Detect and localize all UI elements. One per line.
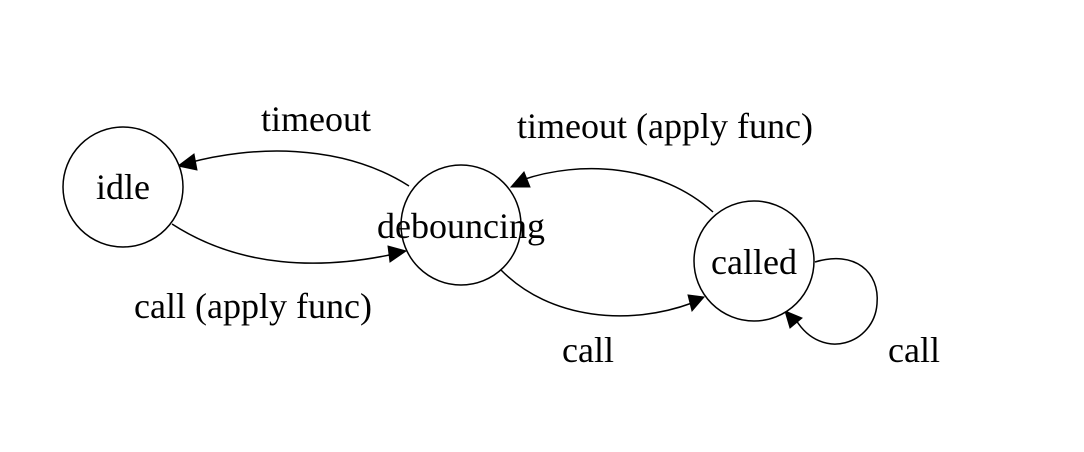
edge-debouncing-to-idle — [176, 150, 410, 187]
edge-called-self-loop — [784, 257, 878, 345]
edge-label-debouncing-to-called: call — [562, 330, 614, 370]
edge-label-debouncing-to-idle: timeout — [261, 99, 371, 139]
edge-label-called-to-debouncing: timeout (apply func) — [517, 106, 813, 146]
state-debouncing: debouncing — [377, 164, 545, 286]
edge-idle-to-debouncing — [171, 223, 408, 264]
edge-debouncing-to-called — [500, 269, 705, 317]
state-label-called: called — [711, 242, 797, 282]
state-debouncing-circle — [400, 164, 522, 286]
edge-debouncing-to-called-arrowhead — [687, 294, 705, 313]
state-called: called — [693, 200, 815, 322]
state-label-idle: idle — [96, 167, 150, 207]
edge-idle-to-debouncing-arrowhead — [387, 245, 408, 263]
state-called-circle — [693, 200, 815, 322]
edge-called-self-loop-arrowhead — [784, 310, 803, 329]
edge-label-called-self-loop: call — [888, 330, 940, 370]
state-idle: idle — [62, 126, 184, 248]
edge-debouncing-to-idle-arrowhead — [176, 153, 198, 171]
state-label-debouncing: debouncing — [377, 206, 545, 246]
edge-called-to-debouncing — [509, 167, 714, 213]
state-idle-circle — [62, 126, 184, 248]
edge-called-to-debouncing-arrowhead — [509, 171, 531, 188]
edge-label-idle-to-debouncing: call (apply func) — [134, 286, 372, 326]
